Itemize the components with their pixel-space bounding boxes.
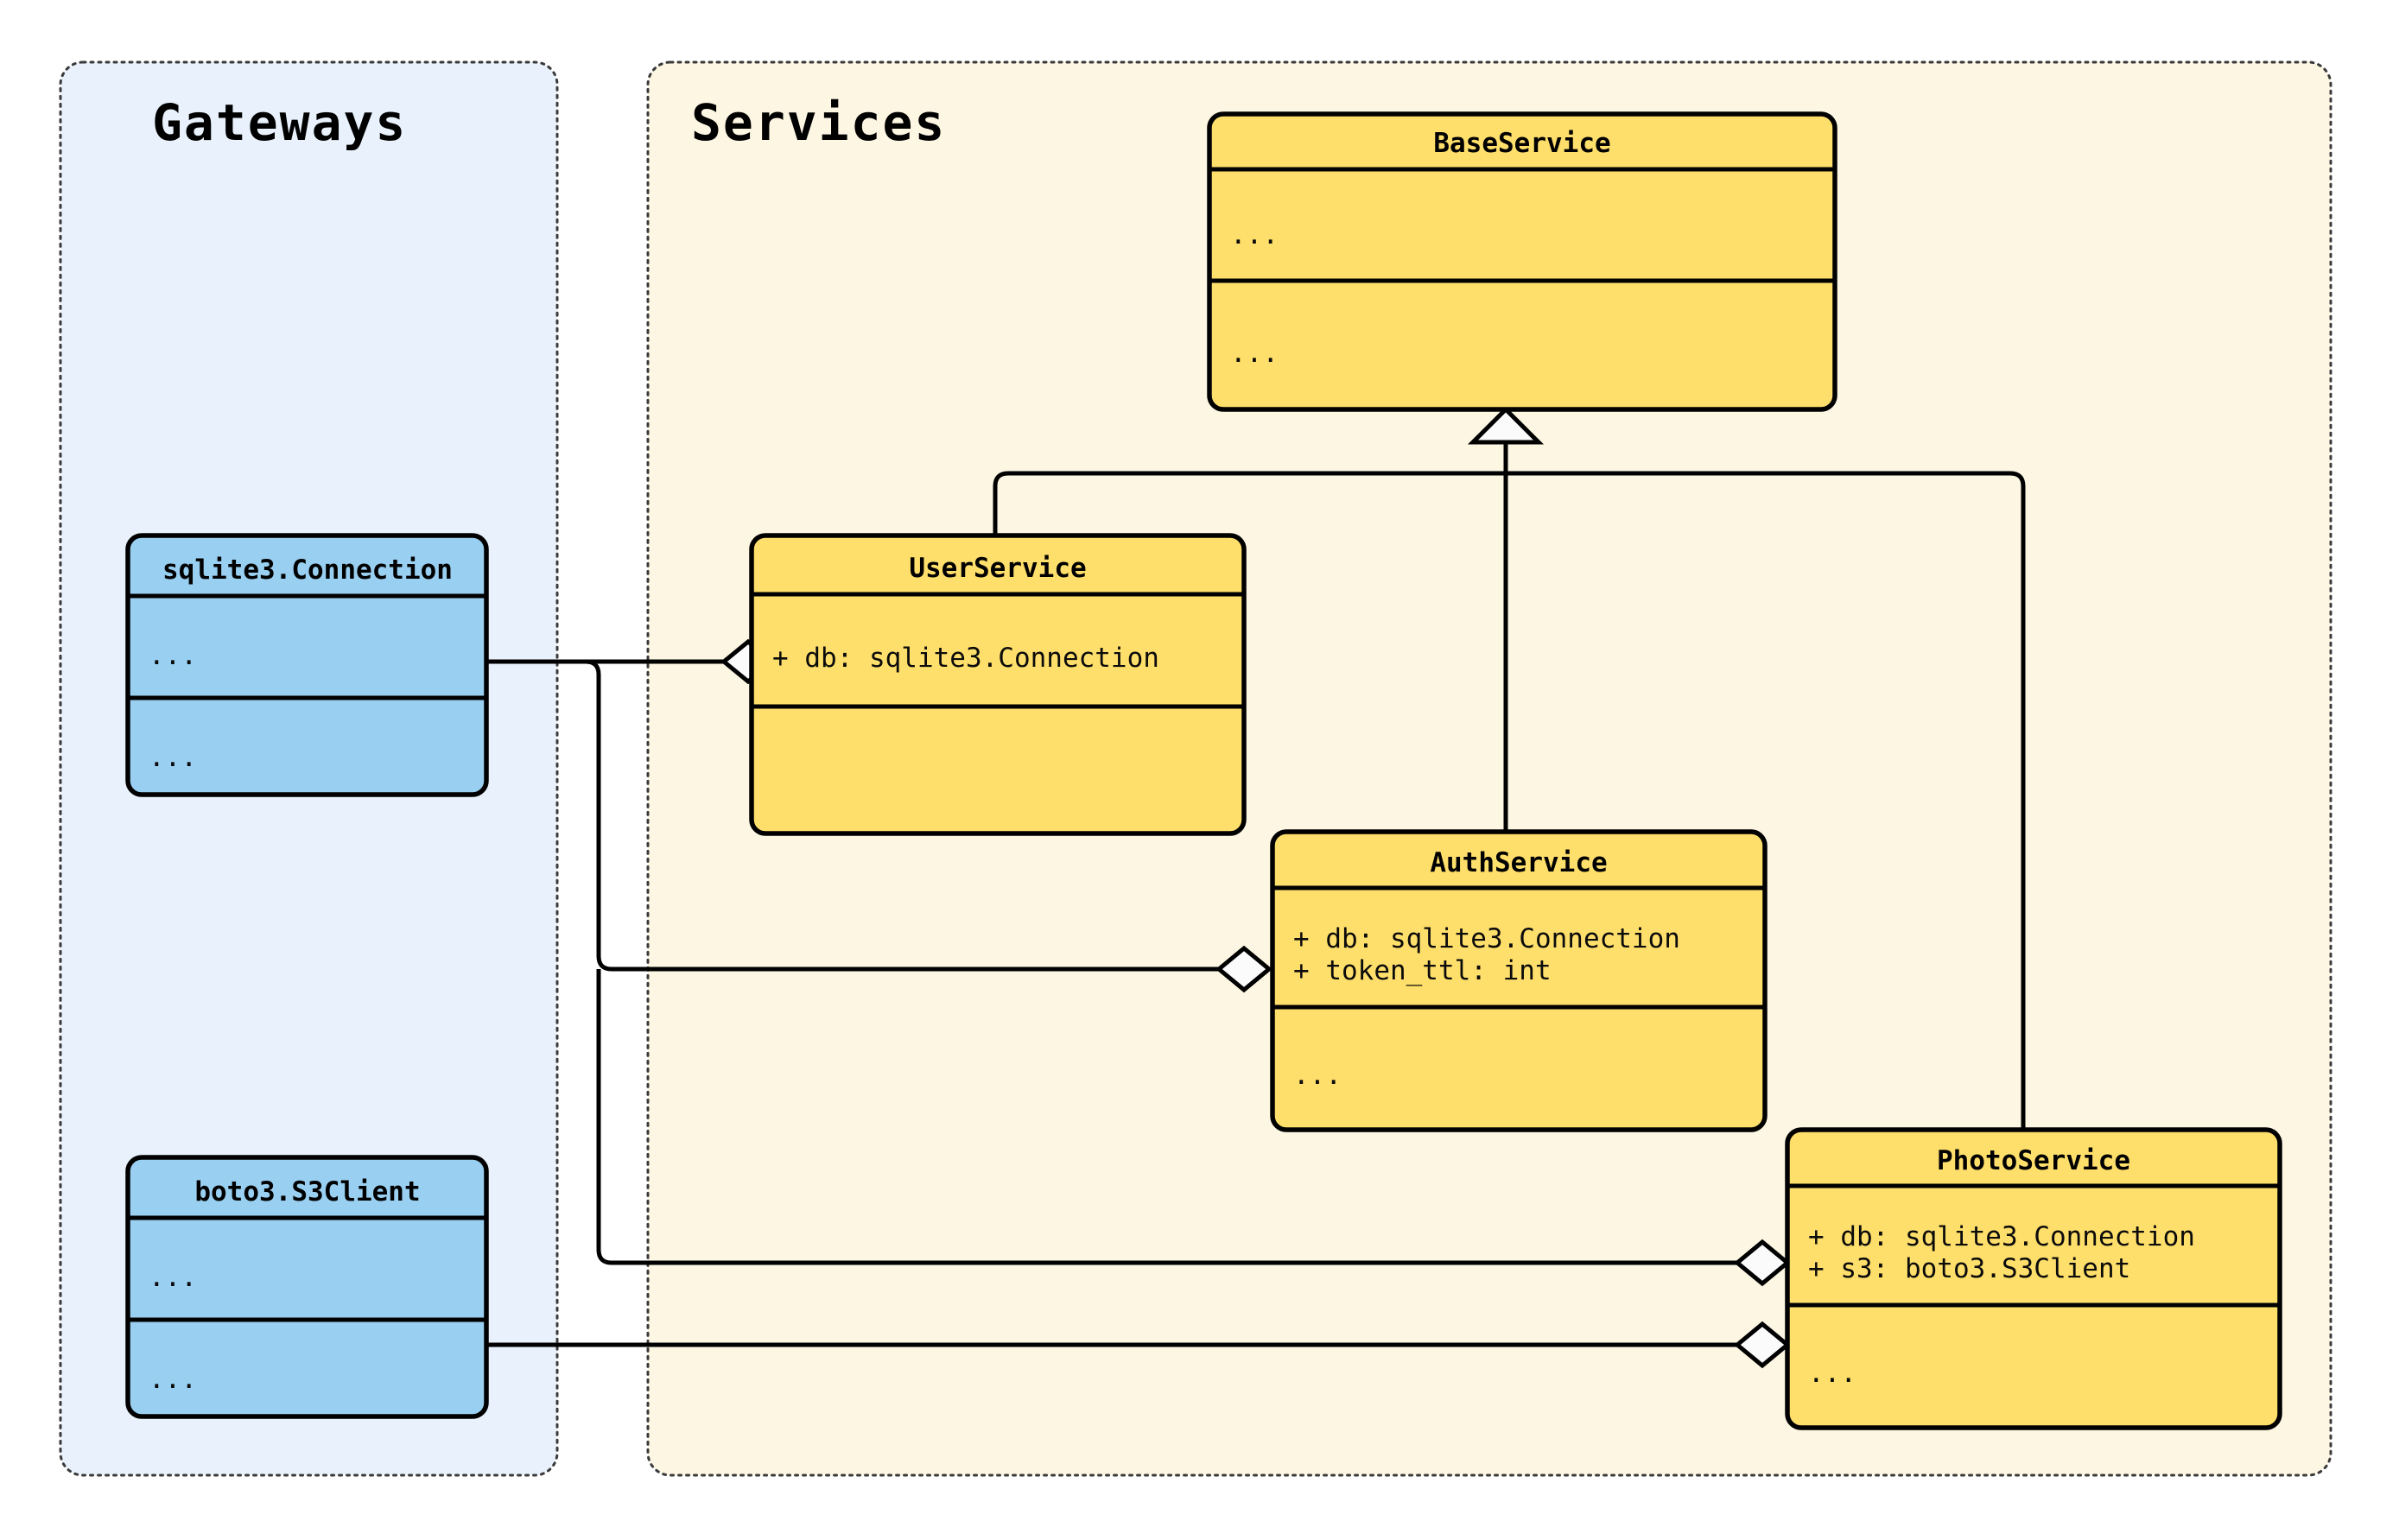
class-sqlite3-connection-method: ... — [149, 742, 197, 773]
class-photoservice-attribute-2: + s3: boto3.S3Client — [1808, 1253, 2130, 1284]
class-photoservice[interactable]: PhotoService + db: sqlite3.Connection + … — [1785, 1127, 2282, 1430]
class-authservice-frame — [1270, 829, 1768, 1132]
class-boto3-s3client-method: ... — [149, 1364, 197, 1395]
edge-generalization-userservice — [993, 471, 1506, 553]
class-authservice-attribute-1: + db: sqlite3.Connection — [1293, 923, 1680, 954]
generalization-arrowhead-icon — [1467, 406, 1545, 445]
class-authservice-name: AuthService — [1430, 847, 1607, 878]
package-gateways-title: Gateways — [152, 93, 407, 152]
class-baseservice-method: ... — [1230, 338, 1279, 369]
class-userservice-attribute: + db: sqlite3.Connection — [772, 643, 1159, 674]
class-photoservice-method: ... — [1808, 1358, 1856, 1389]
class-photoservice-frame — [1785, 1127, 2282, 1430]
edge-aggregation-sqlite-authservice — [486, 659, 1225, 972]
class-photoservice-name: PhotoService — [1937, 1145, 2130, 1176]
edge-generalization-photoservice — [1506, 471, 2026, 1130]
class-boto3-s3client-frame — [125, 1155, 489, 1419]
class-userservice-name: UserService — [909, 553, 1086, 584]
package-services[interactable]: Services — [646, 60, 2332, 1477]
class-authservice[interactable]: AuthService + db: sqlite3.Connection + t… — [1270, 829, 1768, 1132]
class-sqlite3-connection-frame — [125, 533, 489, 797]
class-baseservice-frame — [1207, 111, 1837, 412]
class-baseservice-name: BaseService — [1433, 128, 1610, 159]
class-boto3-s3client-name: boto3.S3Client — [194, 1176, 420, 1207]
package-services-frame — [646, 60, 2332, 1477]
class-sqlite3-connection-name: sqlite3.Connection — [162, 555, 453, 586]
class-userservice-frame — [749, 533, 1247, 836]
class-authservice-method: ... — [1293, 1060, 1342, 1091]
class-boto3-s3client-attribute: ... — [149, 1262, 197, 1293]
aggregation-diamond-icon-authservice — [1215, 945, 1272, 993]
class-baseservice-attribute: ... — [1230, 219, 1279, 250]
class-baseservice[interactable]: BaseService ... ... — [1207, 111, 1837, 412]
package-services-title: Services — [691, 93, 946, 152]
class-userservice[interactable]: UserService + db: sqlite3.Connection — [749, 533, 1247, 836]
class-boto3-s3client[interactable]: boto3.S3Client ... ... — [125, 1155, 489, 1419]
class-photoservice-attribute-1: + db: sqlite3.Connection — [1808, 1221, 2195, 1252]
edge-aggregation-sqlite-photoservice — [596, 969, 1743, 1265]
class-sqlite3-connection-attribute: ... — [149, 640, 197, 671]
class-sqlite3-connection[interactable]: sqlite3.Connection ... ... — [125, 533, 489, 797]
class-authservice-attribute-2: + token_ttl: int — [1293, 955, 1552, 986]
